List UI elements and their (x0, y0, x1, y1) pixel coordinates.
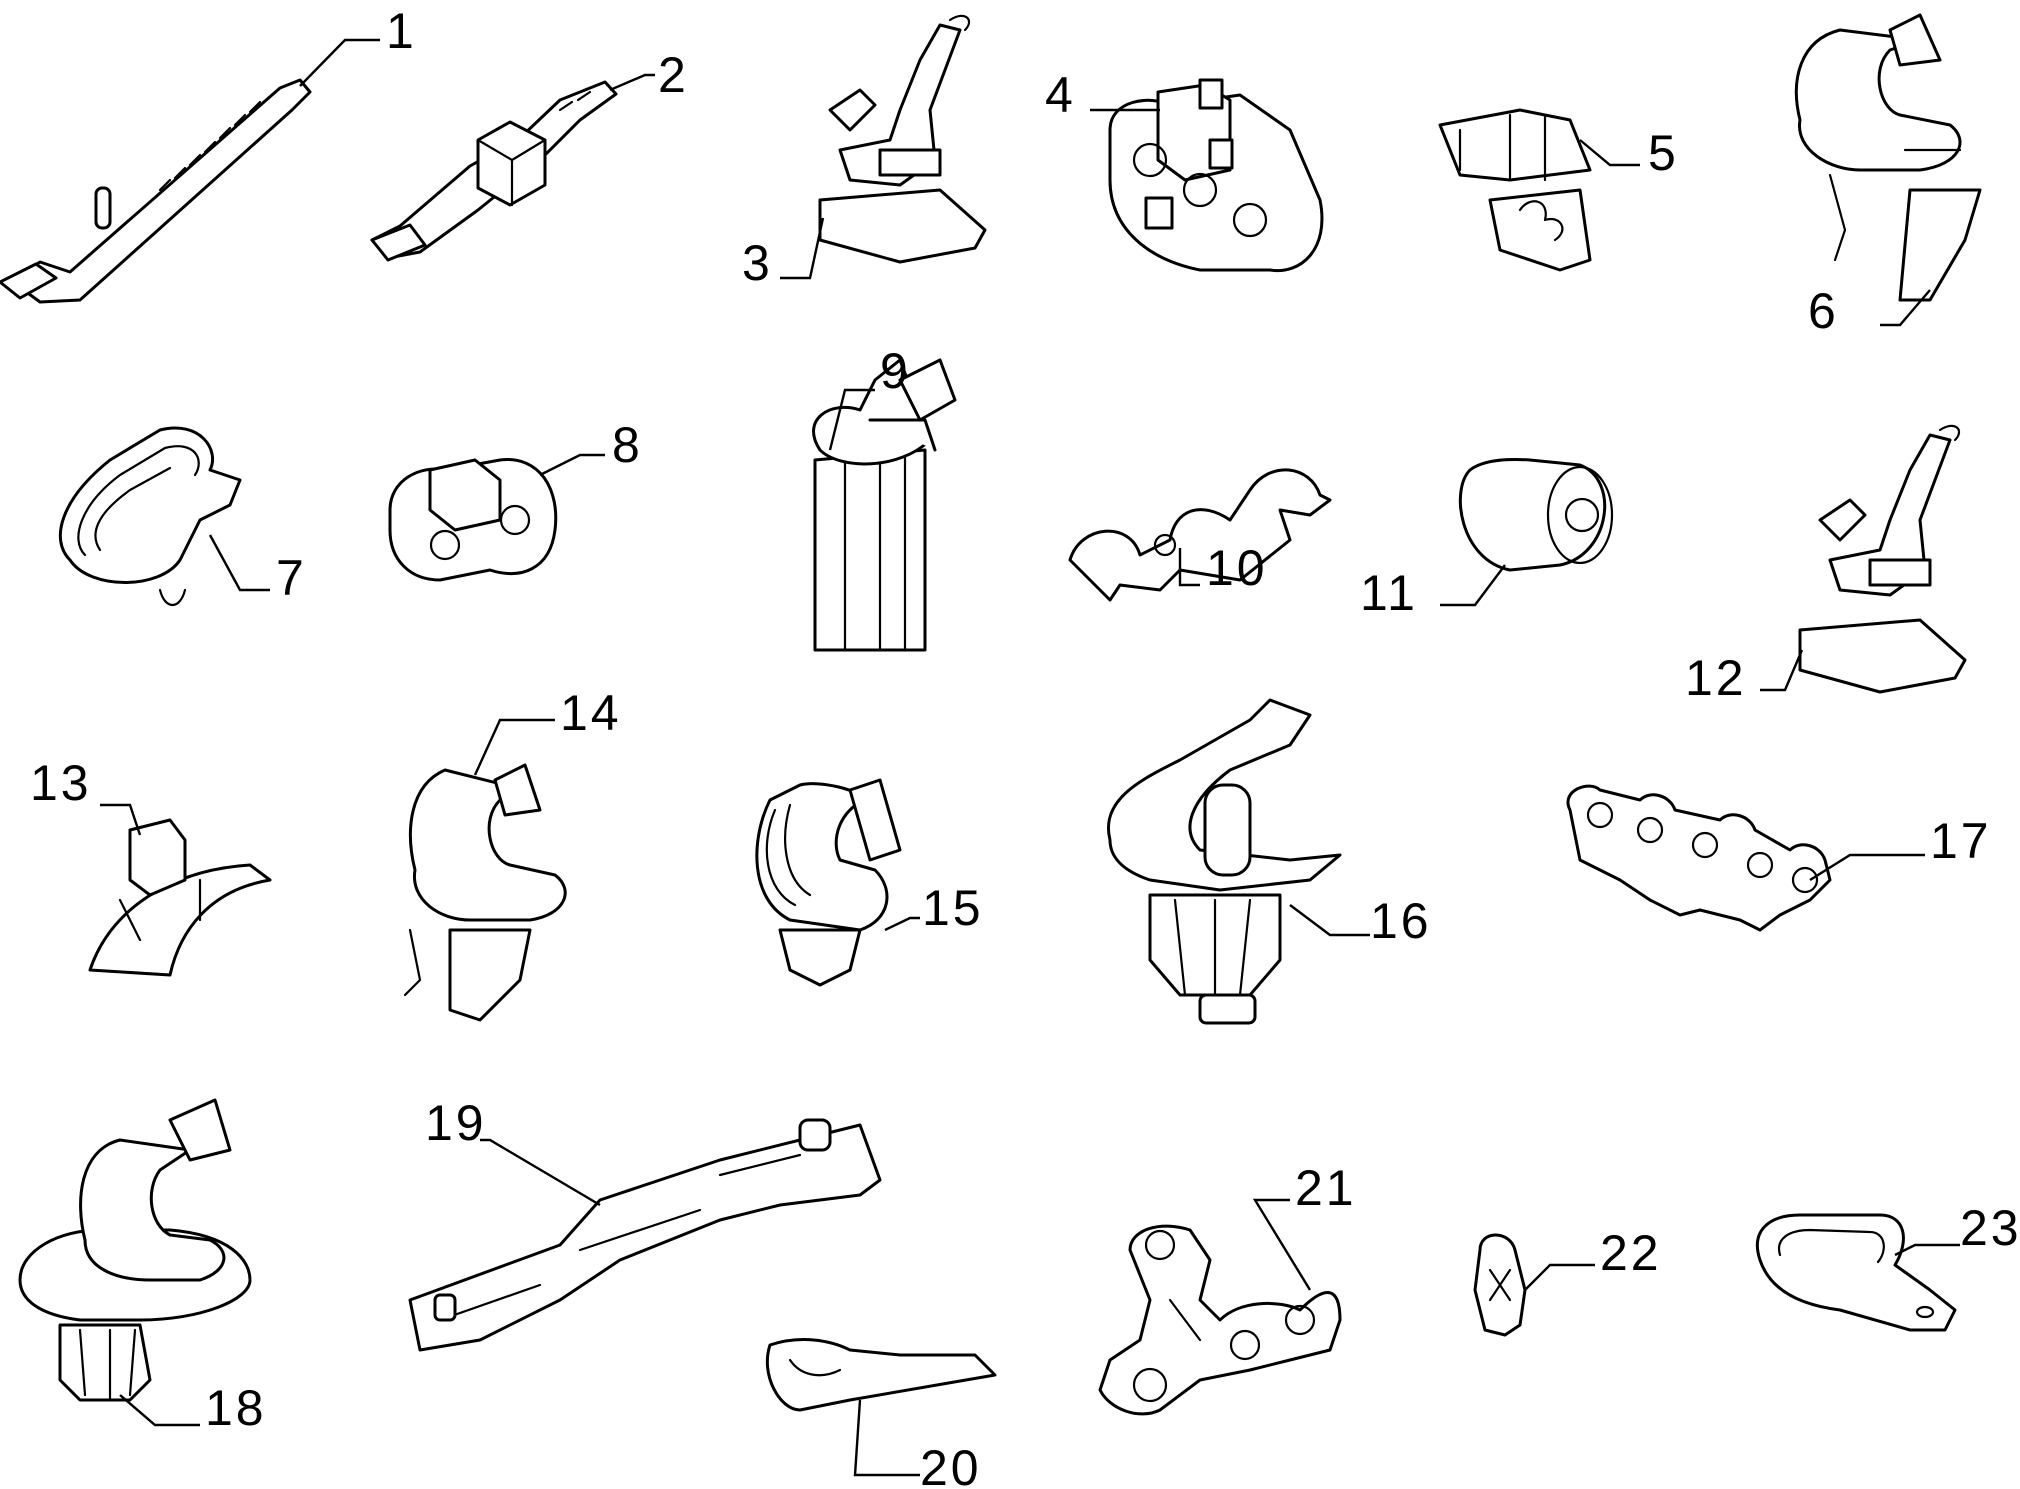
svg-text:14: 14 (560, 685, 622, 741)
svg-text:12: 12 (1685, 650, 1747, 706)
svg-text:8: 8 (612, 417, 643, 473)
callout-20: 20 (853, 1399, 982, 1489)
callout-2: 2 (609, 47, 689, 103)
part-9-strip-clip (812, 358, 957, 652)
svg-text:22: 22 (1600, 1225, 1662, 1281)
callout-21: 21 (1252, 1160, 1357, 1291)
svg-text:5: 5 (1648, 125, 1679, 181)
svg-text:3: 3 (742, 235, 773, 291)
callout-1: 1 (299, 3, 417, 87)
svg-text:7: 7 (276, 550, 307, 606)
part-20-tongue-clip (765, 1338, 997, 1412)
part-5-channel-clip (1438, 108, 1592, 272)
svg-text:21: 21 (1295, 1160, 1357, 1216)
part-4-retainer (1108, 78, 1324, 273)
callout-16: 16 (1289, 893, 1432, 949)
callout-5: 5 (1579, 125, 1679, 181)
svg-text:1: 1 (386, 3, 417, 59)
svg-text:13: 13 (30, 755, 92, 811)
part-6-c-clip (1794, 13, 1982, 302)
svg-text:20: 20 (920, 1440, 982, 1489)
part-2-cable-tie-block (370, 80, 618, 262)
part-17-chain-holder (1566, 784, 1832, 932)
part-12-base-clip (1798, 424, 1967, 694)
svg-text:2: 2 (658, 47, 689, 103)
callout-14: 14 (473, 685, 622, 776)
callout-11: 11 (1360, 564, 1506, 621)
part-1-cable-tie (0, 78, 312, 304)
callout-8: 8 (539, 417, 643, 477)
svg-text:6: 6 (1808, 283, 1839, 339)
svg-text:16: 16 (1370, 893, 1432, 949)
part-22-small-clip (1473, 1233, 1527, 1337)
callout-23: 23 (1894, 1200, 2020, 1257)
callout-12: 12 (1685, 649, 1804, 706)
callout-7: 7 (208, 534, 307, 606)
part-8-double-clip (388, 458, 558, 582)
svg-text:10: 10 (1206, 540, 1268, 596)
part-15-round-clip (755, 778, 902, 987)
svg-text:19: 19 (425, 1095, 487, 1151)
callout-10: 10 (1178, 540, 1268, 596)
part-19-long-bracket (408, 1118, 882, 1352)
part-21-multi-ring (1098, 1224, 1342, 1416)
callout-4: 4 (1045, 67, 1160, 123)
part-23-strap-loop (1755, 1213, 1957, 1332)
svg-text:17: 17 (1930, 813, 1992, 869)
part-10-saddle (1068, 468, 1332, 602)
callout-15: 15 (884, 880, 984, 936)
callout-17: 17 (1809, 813, 1992, 882)
svg-text:9: 9 (880, 343, 911, 399)
part-18-cup-clip (18, 1098, 252, 1402)
part-7-loop-bracket (58, 426, 242, 607)
svg-text:23: 23 (1960, 1200, 2020, 1256)
part-14-c-clip (403, 763, 567, 1022)
part-16-y-bracket (1107, 698, 1342, 1025)
svg-text:4: 4 (1045, 67, 1076, 123)
callout-18: 18 (119, 1380, 267, 1436)
svg-text:11: 11 (1360, 565, 1418, 621)
callout-3: 3 (742, 217, 825, 291)
callout-19: 19 (425, 1095, 601, 1207)
svg-text:18: 18 (205, 1380, 267, 1436)
part-11-grommet (1458, 458, 1614, 572)
part-3-base-clip (818, 14, 987, 264)
callout-9: 9 (828, 343, 911, 451)
svg-text:15: 15 (922, 880, 984, 936)
callout-13: 13 (30, 755, 142, 836)
callout-6: 6 (1808, 283, 1931, 339)
part-13-arched-clip (88, 818, 272, 977)
callout-22: 22 (1524, 1225, 1662, 1291)
